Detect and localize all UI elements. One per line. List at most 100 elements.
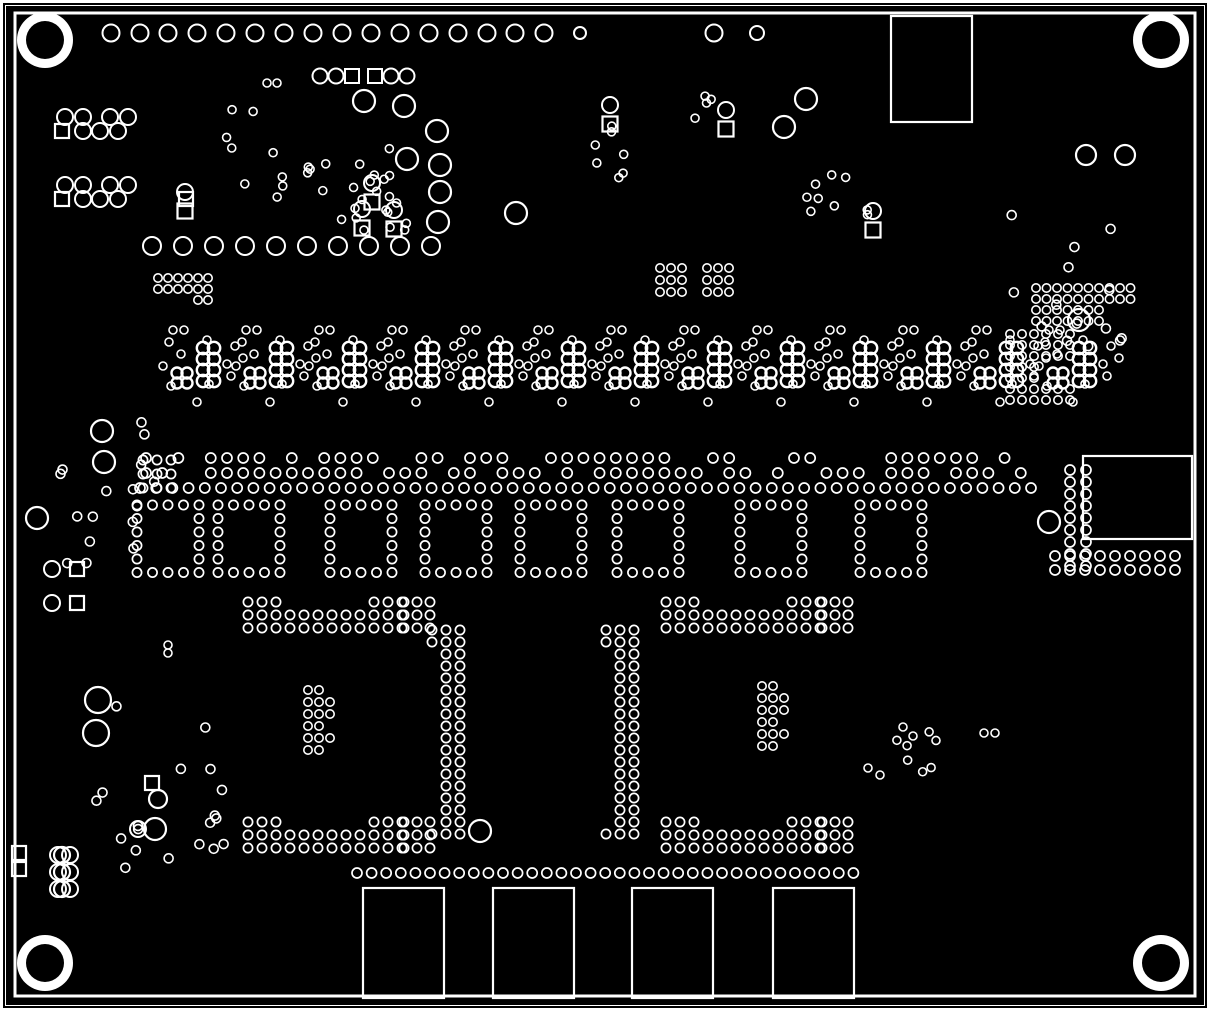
fanout-pad (688, 816, 700, 828)
fanout-pad (842, 609, 854, 621)
power-via (936, 362, 952, 378)
dimm-slot-right-pad (600, 624, 612, 636)
ball-pad (313, 744, 324, 755)
via-hole (457, 353, 467, 363)
fanout-pad (464, 452, 476, 464)
dimm-slot-left-pad (454, 660, 466, 672)
power-via (863, 373, 879, 389)
dimm-slot-right-pad (614, 756, 626, 768)
fanout-pad (804, 452, 817, 464)
dimm-slot-right-pad (614, 744, 626, 756)
dimm-slot-right-pad (628, 636, 640, 648)
fanout-pad (758, 622, 770, 634)
ball-pad (165, 454, 177, 466)
bga-field-4-pad (481, 553, 493, 565)
power-via (852, 373, 868, 389)
scatter-via (1105, 223, 1116, 235)
fanout-pad (800, 816, 812, 828)
fanout-pad (411, 622, 423, 634)
via-hole (312, 381, 322, 391)
ball-pad (756, 704, 767, 715)
fanout-pad (674, 467, 687, 479)
ball-pad (1029, 372, 1040, 383)
ball-pad (302, 696, 313, 707)
bga-field-2-pad (212, 513, 224, 524)
via-hole (715, 379, 725, 389)
dimm-slot-left-pad (454, 804, 466, 816)
via-hole (377, 361, 387, 371)
fanout-pad (1049, 550, 1061, 562)
fanout-pad (730, 829, 742, 841)
fanout-pad (730, 622, 742, 634)
dimm-slot-left-pad (426, 636, 438, 648)
ball-pad (1115, 293, 1126, 304)
fanout-pad (636, 482, 649, 494)
polar-pad-pair-a-round-pad (601, 96, 619, 114)
fanout-pad (237, 452, 250, 464)
fanout-pad (441, 482, 454, 494)
fanout-pad (895, 482, 908, 494)
power-via (341, 351, 357, 367)
header-row-top-hole (390, 23, 410, 43)
round-pad (398, 67, 416, 85)
power-via (691, 376, 705, 390)
power-via (1071, 373, 1087, 389)
large-pad (83, 685, 113, 715)
via-hole (514, 359, 524, 369)
scatter-via (210, 813, 222, 824)
via-hole (338, 397, 348, 407)
via-hole (202, 335, 212, 345)
fanout-pad (368, 842, 380, 854)
via-hole (690, 325, 700, 335)
bga-field-8-pad (901, 499, 912, 511)
via-hole (836, 325, 846, 335)
power-via (326, 376, 340, 390)
bga-field-3-pad (386, 526, 398, 538)
fanout-pad (424, 816, 436, 828)
dimm-slot-left-pad (454, 672, 466, 684)
large-pad (142, 816, 168, 842)
via-hole (522, 341, 532, 351)
ball-pad (313, 732, 324, 743)
fanout-pad (702, 609, 714, 621)
fanout-pad (398, 842, 410, 854)
dimm-slot-left-pad (454, 768, 466, 780)
bga-field-8-pad (854, 540, 866, 551)
bga-field-3-pad (324, 526, 336, 538)
via-hole (567, 335, 577, 345)
fanout-pad (992, 482, 1005, 494)
dimm-slot-left-pad (454, 720, 466, 732)
ball-pad (1094, 293, 1105, 304)
power-via (498, 373, 514, 389)
via-hole (1005, 335, 1015, 345)
via-hole (604, 381, 614, 391)
power-via (644, 351, 660, 367)
fanout-pad (944, 482, 956, 494)
ball-pad (676, 286, 687, 297)
ball-pad (767, 728, 778, 739)
fanout-pad (772, 829, 784, 841)
ball-pad (151, 468, 163, 480)
fanout-pad (829, 609, 841, 621)
bga-field-8-pad (885, 567, 897, 578)
fanout-pad (344, 482, 357, 494)
scatter-via (226, 143, 237, 153)
fanout-pad (340, 842, 352, 854)
via-hole (249, 349, 259, 359)
bottom-edge-pad (555, 867, 568, 879)
bga-field-5-pad (530, 499, 541, 511)
via-hole (204, 379, 214, 389)
ball-pad (665, 274, 676, 285)
via-hole (788, 379, 798, 389)
via-hole (385, 381, 395, 391)
bga-field-2-pad (228, 567, 239, 578)
fanout-pad (716, 842, 728, 854)
via-hole (226, 371, 236, 381)
fanout-pad (328, 482, 341, 494)
fanout-pad (901, 467, 914, 479)
dimm-slot-right-pad (628, 780, 640, 792)
scatter-via (382, 207, 393, 218)
fanout-pad (717, 482, 730, 494)
fanout-pad (312, 609, 324, 621)
